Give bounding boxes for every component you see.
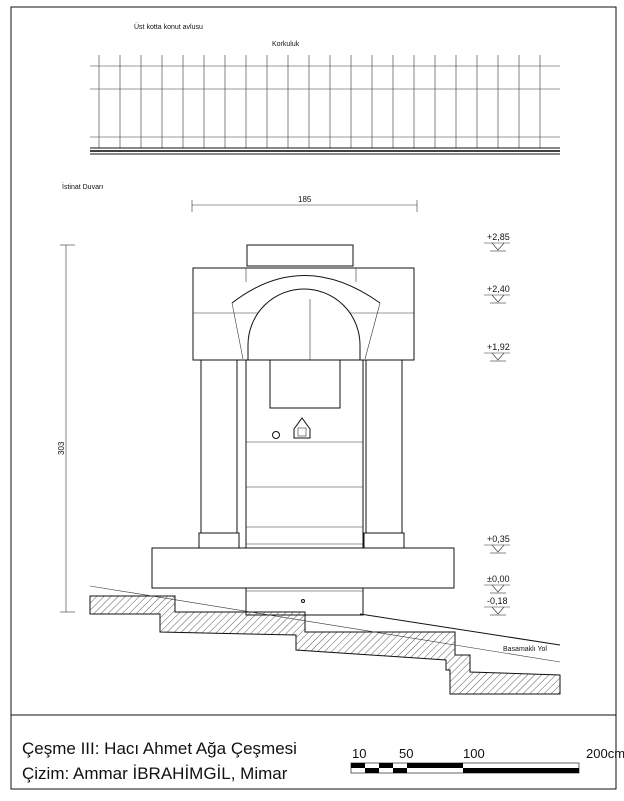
level-marker: +1,92 [484, 342, 510, 362]
level-value: +2,40 [487, 284, 510, 294]
level-marker: -0,18 [484, 596, 510, 616]
height-dimension-text: 303 [57, 441, 66, 455]
fountain-elevation [151, 244, 455, 616]
level-value: ±0,00 [487, 574, 509, 584]
scale-tick-200cm: 200cm [586, 746, 624, 761]
scale-tick-100: 100 [463, 746, 485, 761]
level-markers: +2,85 +2,40 +1,92 +0,35 ±0,00 -0,18 [484, 232, 510, 616]
width-dimension: 185 [191, 195, 418, 212]
retaining-wall-label: İstinat Duvarı [62, 182, 103, 191]
scale-tick-50: 50 [399, 746, 413, 761]
level-marker: ±0,00 [484, 574, 510, 594]
stepped-road-section [89, 585, 561, 695]
stepped-road-label: Basamaklı Yol [503, 646, 547, 653]
height-dimension: 303 [57, 244, 75, 613]
spout-ornament [293, 417, 311, 439]
railing [90, 55, 560, 155]
rosette-ornament [272, 431, 280, 439]
width-dimension-text: 185 [298, 195, 312, 204]
scale-tick-10: 10 [352, 746, 366, 761]
level-value: -0,18 [487, 596, 508, 606]
level-marker: +0,35 [484, 534, 510, 554]
level-marker: +2,40 [484, 284, 510, 304]
railing-label: Korkuluk [272, 41, 300, 48]
upper-courtyard-label: Üst kotta konut avlusu [134, 23, 203, 31]
caption-title: Çeşme III: Hacı Ahmet Ağa Çeşmesi [22, 739, 297, 758]
scale-bar: 10 50 100 200cm [350, 746, 624, 774]
caption-drawn-by: Çizim: Ammar İBRAHİMGİL, Mimar [22, 764, 288, 783]
level-value: +0,35 [487, 534, 510, 544]
sheet-frame [10, 6, 617, 790]
level-value: +1,92 [487, 342, 510, 352]
level-marker: +2,85 [484, 232, 510, 252]
level-value: +2,85 [487, 232, 510, 242]
